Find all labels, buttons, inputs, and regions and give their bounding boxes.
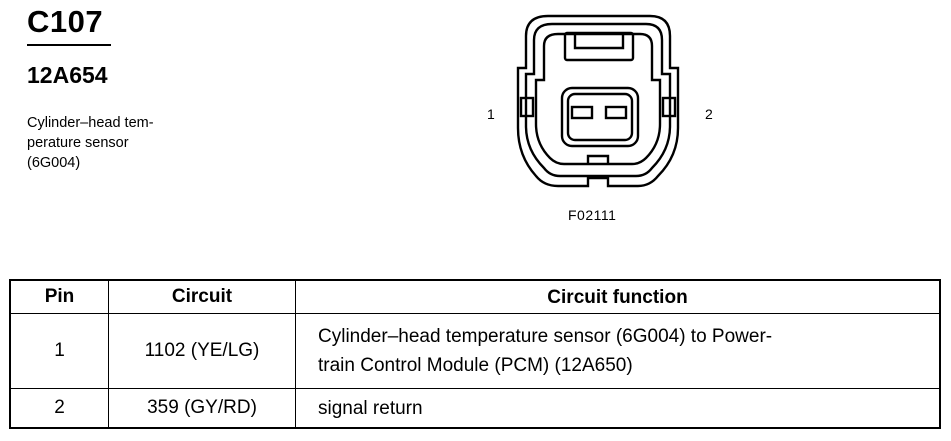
figure-code: F02111 <box>568 207 617 223</box>
connector-face-diagram <box>516 14 680 188</box>
cell-pin: 2 <box>9 388 109 429</box>
component-description: Cylinder–head tem- perature sensor (6G00… <box>27 113 154 173</box>
description-line: (6G004) <box>27 155 81 171</box>
pin-2-label: 2 <box>705 106 713 122</box>
cell-circuit-function: Cylinder–head temperature sensor (6G004)… <box>295 313 941 389</box>
cell-circuit: 359 (GY/RD) <box>108 388 296 429</box>
header-circuit-function: Circuit function <box>295 279 941 314</box>
function-line: train Control Module (PCM) (12A650) <box>318 355 633 376</box>
part-number: 12A654 <box>27 62 108 88</box>
function-line: Cylinder–head temperature sensor (6G004)… <box>318 326 773 347</box>
table-row: 2 359 (GY/RD) signal return <box>9 388 941 429</box>
pin-1-label: 1 <box>487 106 495 122</box>
connector-id-underline <box>27 44 111 46</box>
table-header-row: Pin Circuit Circuit function <box>9 279 941 314</box>
table-row: 1 1102 (YE/LG) Cylinder–head temperature… <box>9 313 941 389</box>
connector-id: C107 <box>27 4 104 39</box>
pinout-table: Pin Circuit Circuit function 1 1102 (YE/… <box>9 279 941 429</box>
header-pin: Pin <box>9 279 109 314</box>
header-circuit: Circuit <box>108 279 296 314</box>
cell-pin: 1 <box>9 313 109 389</box>
description-line: perature sensor <box>27 135 129 151</box>
description-line: Cylinder–head tem- <box>27 115 154 131</box>
function-line: signal return <box>318 397 423 419</box>
cell-circuit-function: signal return <box>295 388 941 429</box>
cell-circuit: 1102 (YE/LG) <box>108 313 296 389</box>
